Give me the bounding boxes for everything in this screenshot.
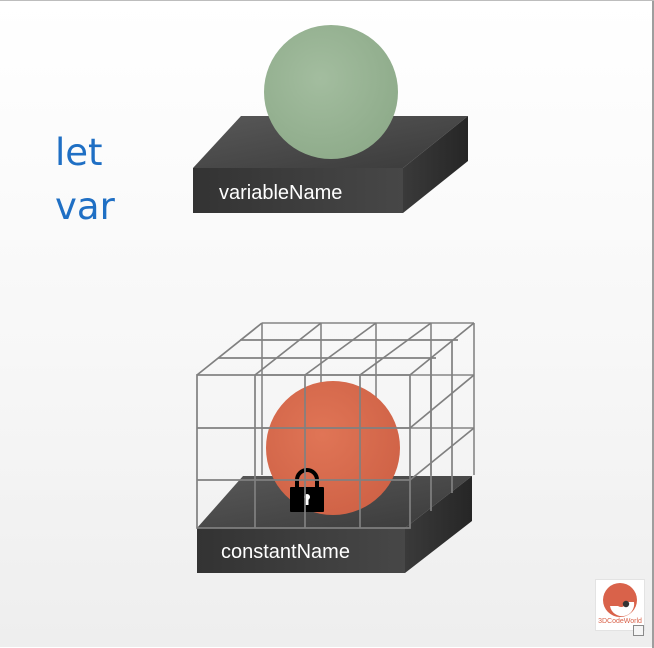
constant-box-label: constantName bbox=[221, 541, 350, 563]
watermark-text: 3DCodeWorld bbox=[598, 618, 642, 625]
constant-box-front bbox=[197, 528, 405, 573]
variable-box-side bbox=[403, 116, 468, 213]
resize-handle[interactable] bbox=[633, 625, 644, 636]
variable-box: variableName bbox=[193, 25, 468, 213]
let-keyword: let bbox=[55, 131, 103, 174]
slide-edge bbox=[652, 1, 654, 648]
var-keyword: var bbox=[55, 185, 115, 228]
constant-box-side bbox=[405, 476, 472, 573]
variable-ball bbox=[264, 25, 398, 159]
3dcodeworld-logo-icon bbox=[603, 583, 637, 617]
constant-box: constantName bbox=[196, 322, 475, 573]
variable-box-front bbox=[193, 168, 403, 213]
variable-box-label: variableName bbox=[219, 182, 342, 204]
constant-ball bbox=[266, 381, 400, 515]
cage-front bbox=[196, 322, 475, 529]
watermark-logo: 3DCodeWorld bbox=[595, 579, 645, 631]
